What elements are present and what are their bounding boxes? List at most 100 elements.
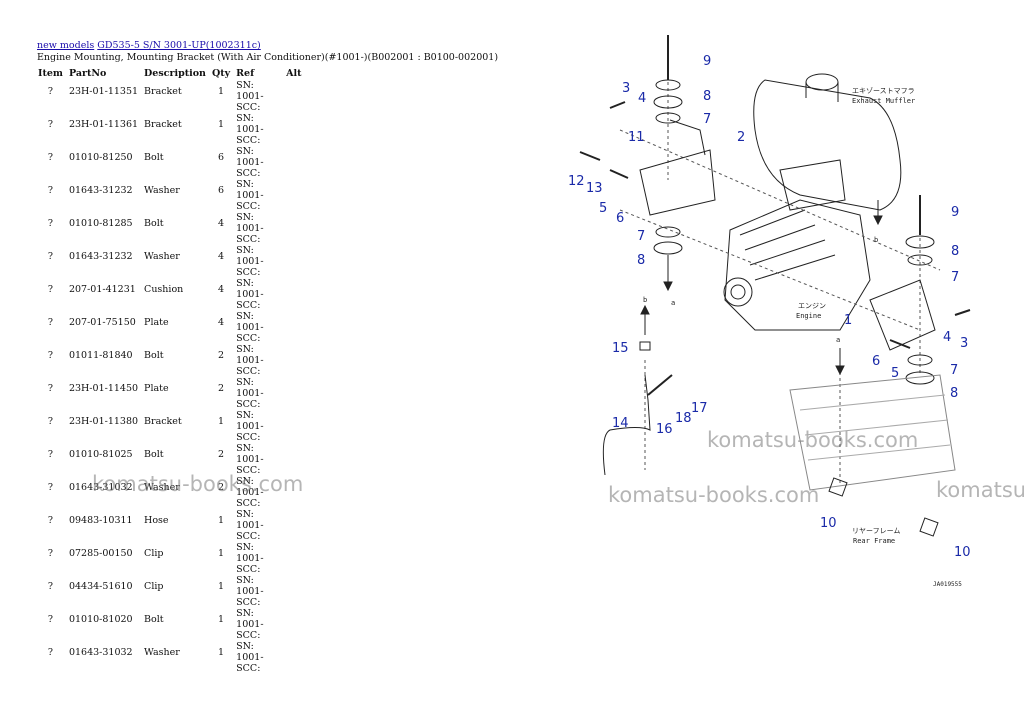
cell-pno: 23H-01-11380 [68,416,139,427]
cell-item: ? [47,383,54,394]
cell-desc: Bolt [144,350,164,361]
cell-item: ? [47,119,54,130]
page-title: Engine Mounting, Mounting Bracket (With … [37,52,499,63]
cell-pno: 04434-51610 [68,581,133,592]
cell-pno: 207-01-41231 [68,284,136,295]
cell-qty: 2 [218,383,225,394]
plate-left-bottom [653,241,683,255]
cell-item: ? [47,317,54,328]
cell-qty: 1 [218,416,225,427]
cell-ref: SN: 1001- SCC: [236,179,264,212]
callout-9: 9 [703,54,711,69]
cell-alt [283,311,309,344]
callout-10b: 10 [954,545,971,560]
cell-item: ? [47,548,54,559]
callout-13: 13 [586,181,603,196]
cell-pno: 01643-31032 [68,647,133,658]
cell-item: ? [47,515,54,526]
cell-pno: 07285-00150 [68,548,133,559]
callout-6b: 6 [872,354,880,369]
engine-label-jp: エンジン [798,302,826,310]
cell-ref: SN: 1001- SCC: [236,641,264,674]
cell-alt [283,509,309,542]
cell-ref: SN: 1001- SCC: [236,344,264,377]
callout-7c: 7 [951,270,959,285]
cell-pno: 23H-01-11450 [68,383,139,394]
header-qty: Qty [211,67,231,79]
cell-item: ? [47,482,54,493]
cell-desc: Washer [144,482,180,493]
cell-desc: Plate [144,317,169,328]
cell-qty: 1 [218,614,225,625]
callout-16: 16 [656,422,673,437]
callout-18: 18 [675,411,692,426]
watermark-right: komatsu-books.com [936,478,1024,502]
cell-qty: 4 [218,218,225,229]
cell-ref: SN: 1001- SCC: [236,212,264,245]
callout-6: 6 [616,211,624,226]
engine-label: Engine [796,312,821,320]
cell-qty: 1 [218,119,225,130]
cell-alt [283,542,309,575]
cell-ref: SN: 1001- SCC: [236,608,264,641]
cushion-left-top [653,95,683,109]
cell-qty: 2 [218,449,225,460]
cell-ref: SN: 1001- SCC: [236,278,264,311]
cell-ref: SN: 1001- SCC: [236,113,264,146]
breadcrumb-link-new-models[interactable]: new models [37,40,95,51]
cell-alt [283,641,309,674]
cell-pno: 207-01-75150 [68,317,136,328]
table-header-row: Item PartNo Description Qty Ref Alt [35,66,309,80]
bracket-right [869,279,936,351]
cell-pno: 01010-81025 [68,449,133,460]
callout-4b: 4 [943,330,951,345]
callout-3b: 3 [960,336,968,351]
cell-qty: 4 [218,251,225,262]
cell-qty: 6 [218,185,225,196]
cell-alt [283,212,309,245]
cell-ref: SN: 1001- SCC: [236,410,264,443]
cell-alt [283,146,309,179]
cell-qty: 1 [218,647,225,658]
plate-10-right [919,517,939,537]
callout-4: 4 [638,91,646,106]
cell-qty: 2 [218,350,225,361]
cell-alt [283,344,309,377]
cell-desc: Cushion [144,284,184,295]
cell-desc: Washer [144,185,180,196]
hose [602,374,651,476]
engine-pulley [723,277,753,307]
cell-qty: 6 [218,152,225,163]
muffler-label-jp: エキゾーストマフラ [852,87,915,95]
cell-pno: 01010-81250 [68,152,133,163]
cell-qty: 4 [218,284,225,295]
cell-pno: 01643-31232 [68,185,133,196]
callout-15: 15 [612,341,629,356]
cell-pno: 01643-31032 [68,482,133,493]
cell-ref: SN: 1001- SCC: [236,245,264,278]
cell-item: ? [47,251,54,262]
cell-desc: Bracket [144,416,182,427]
cell-desc: Bracket [144,119,182,130]
cell-item: ? [47,614,54,625]
callout-8b: 8 [637,253,645,268]
cell-item: ? [47,350,54,361]
arrow-label-a-left: a [671,299,675,307]
watermark-upper: komatsu-books.com [707,428,919,452]
cell-pno: 23H-01-11351 [68,86,139,97]
callout-12: 12 [568,174,585,189]
frame-label-jp: リヤーフレーム [852,527,900,535]
cell-alt [283,575,309,608]
breadcrumb-link-model[interactable]: GD535-5 S/N 3001-UP(1002311c) [97,40,261,51]
